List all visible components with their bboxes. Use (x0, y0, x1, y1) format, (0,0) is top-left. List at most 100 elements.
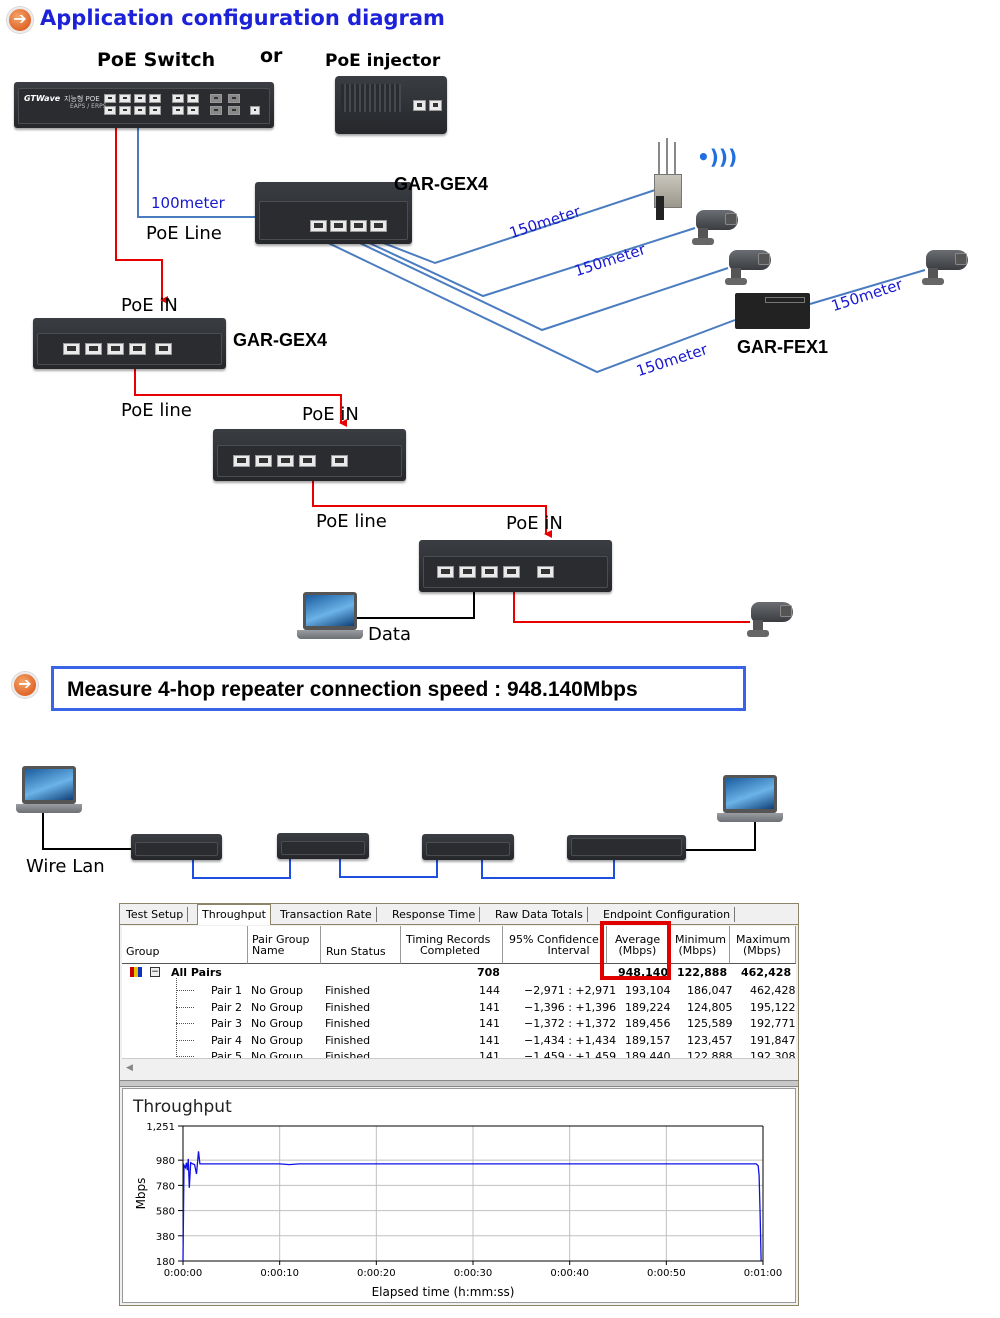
y-tick-label: 980 (156, 1156, 175, 1167)
cell-avg: 193,104 (625, 984, 671, 997)
label-gar-gex4-top: GAR-GEX4 (394, 174, 489, 194)
cell-avg: 189,157 (625, 1033, 671, 1047)
summary-label: All Pairs (171, 966, 222, 979)
poe-line-1 (115, 118, 168, 304)
cell-group: No Group (251, 1033, 303, 1047)
col-timing-records[interactable]: Timing Records Completed (401, 926, 503, 964)
summary-minimum: 122,888 (677, 966, 728, 979)
label-poe-in-1: PoE iN (121, 295, 178, 316)
arrow-right-circle-icon: ➔ (12, 672, 38, 698)
section-title: Application configuration diagram (40, 6, 445, 30)
collapse-toggle-icon[interactable]: − (150, 967, 160, 977)
y-axis-label: Mbps (134, 1178, 148, 1210)
col-minimum[interactable]: Minimum (Mbps) (669, 926, 730, 964)
ip-camera-4 (745, 600, 795, 638)
cell-ci: −1,434 : +1,434 (524, 1033, 617, 1047)
label-poe-line-3: PoE line (316, 511, 387, 532)
col-group[interactable]: Group (122, 926, 248, 964)
hop-cable-2 (339, 853, 438, 878)
pane-splitter[interactable] (120, 1080, 798, 1087)
tab-raw-data-totals[interactable]: Raw Data Totals (491, 907, 588, 922)
cell-group: No Group (251, 1017, 303, 1030)
cell-pair: Pair 1 (211, 984, 242, 997)
poe-switch-device: GTWave 지능형 POE EAPS / ERPS (14, 82, 274, 128)
cell-pair: Pair 3 (211, 1017, 242, 1030)
wireless-ap-device (652, 138, 684, 220)
label-gar-fex1: GAR-FEX1 (737, 337, 829, 357)
hop-switch (567, 835, 686, 860)
tree-branch (176, 1006, 194, 1008)
label-100meter: 100meter (151, 194, 225, 212)
summary-average: 948,140 (618, 966, 669, 979)
cell-avg: 189,456 (625, 1017, 671, 1030)
y-tick-label: 380 (156, 1232, 175, 1243)
cell-timing: 141 (479, 1033, 500, 1047)
cell-group: No Group (251, 984, 303, 997)
label-poe-switch: PoE Switch (97, 49, 216, 71)
tab-transaction-rate[interactable]: Transaction Rate (276, 907, 377, 922)
tree-branch (176, 1039, 194, 1041)
laptop-source (16, 766, 82, 814)
x-tick-label: 0:00:20 (357, 1268, 396, 1279)
laptop-destination (717, 775, 783, 823)
col-average[interactable]: Average (Mbps) (607, 926, 669, 964)
laptop2-cable (686, 822, 756, 851)
arrow-right-circle-icon: ➔ (7, 7, 33, 33)
label-poe-in-2: PoE iN (302, 404, 359, 425)
cell-timing: 141 (479, 1000, 500, 1014)
gar-gex4-device-1 (255, 182, 412, 244)
series-line-throughput (182, 1151, 762, 1262)
measure-result-box: Measure 4-hop repeater connection speed … (51, 666, 746, 711)
laptop-data (297, 592, 363, 640)
cell-status: Finished (325, 984, 371, 997)
col-run-status[interactable]: Run Status (321, 926, 401, 964)
y-tick-label: 1,251 (146, 1122, 175, 1133)
label-poe-injector: PoE injector (325, 51, 441, 71)
cell-group: No Group (251, 1000, 303, 1014)
cell-ci: −2,971 : +2,971 (524, 984, 617, 997)
cell-max: 462,428 (750, 984, 796, 997)
cable-150m-cam1 (349, 227, 696, 298)
cell-avg: 189,224 (625, 1000, 671, 1014)
tab-test-setup[interactable]: Test Setup (122, 907, 189, 922)
col-pair-group-name[interactable]: Pair Group Name (248, 926, 321, 964)
label-wire-lan: Wire Lan (26, 856, 105, 877)
table-row[interactable]: Pair 1 No Group Finished 144 −2,971 : +2,971… (122, 983, 796, 999)
cell-pair: Pair 4 (211, 1033, 242, 1047)
wifi-signal-icon: •))) (697, 145, 738, 169)
tab-endpoint-configuration[interactable]: Endpoint Configuration (599, 907, 736, 922)
scroll-left-icon[interactable]: ◀ (126, 1063, 133, 1073)
x-tick-label: 0:00:30 (454, 1268, 493, 1279)
poe-line-2 (134, 368, 347, 427)
ip-camera-1 (690, 208, 740, 246)
x-tick-label: 0:00:10 (260, 1268, 299, 1279)
poe-injector-device (335, 76, 447, 134)
cell-ci: −1,372 : +1,372 (524, 1017, 617, 1030)
col-confidence-interval[interactable]: 95% Confidence Interval (503, 926, 607, 964)
cell-max: 195,122 (750, 1000, 796, 1014)
cell-ci: −1,396 : +1,396 (524, 1000, 617, 1014)
x-tick-label: 0:00:00 (164, 1268, 203, 1279)
cable-100m (137, 118, 260, 218)
tab-response-time[interactable]: Response Time (388, 907, 481, 922)
cell-min: 125,589 (687, 1017, 733, 1030)
summary-timing: 708 (477, 966, 500, 979)
tree-branch (176, 1023, 194, 1024)
horizontal-scrollbar[interactable]: ◀ (122, 1058, 796, 1078)
col-maximum[interactable]: Maximum (Mbps) (730, 926, 796, 964)
y-tick-label: 780 (156, 1181, 175, 1192)
tab-throughput[interactable]: Throughput (197, 904, 271, 925)
y-tick-label: 580 (156, 1207, 175, 1218)
gar-gex4-device-2 (33, 318, 226, 369)
cell-timing: 141 (479, 1017, 500, 1030)
average-highlight-box (600, 921, 671, 980)
cell-timing: 144 (479, 984, 500, 997)
cell-min: 124,805 (687, 1000, 733, 1014)
results-window: Test Setup Throughput Transaction Rate R… (119, 903, 799, 1306)
cell-max: 192,771 (750, 1017, 796, 1030)
ip-camera-3 (920, 248, 970, 286)
cable-150m-cam2 (344, 235, 729, 332)
